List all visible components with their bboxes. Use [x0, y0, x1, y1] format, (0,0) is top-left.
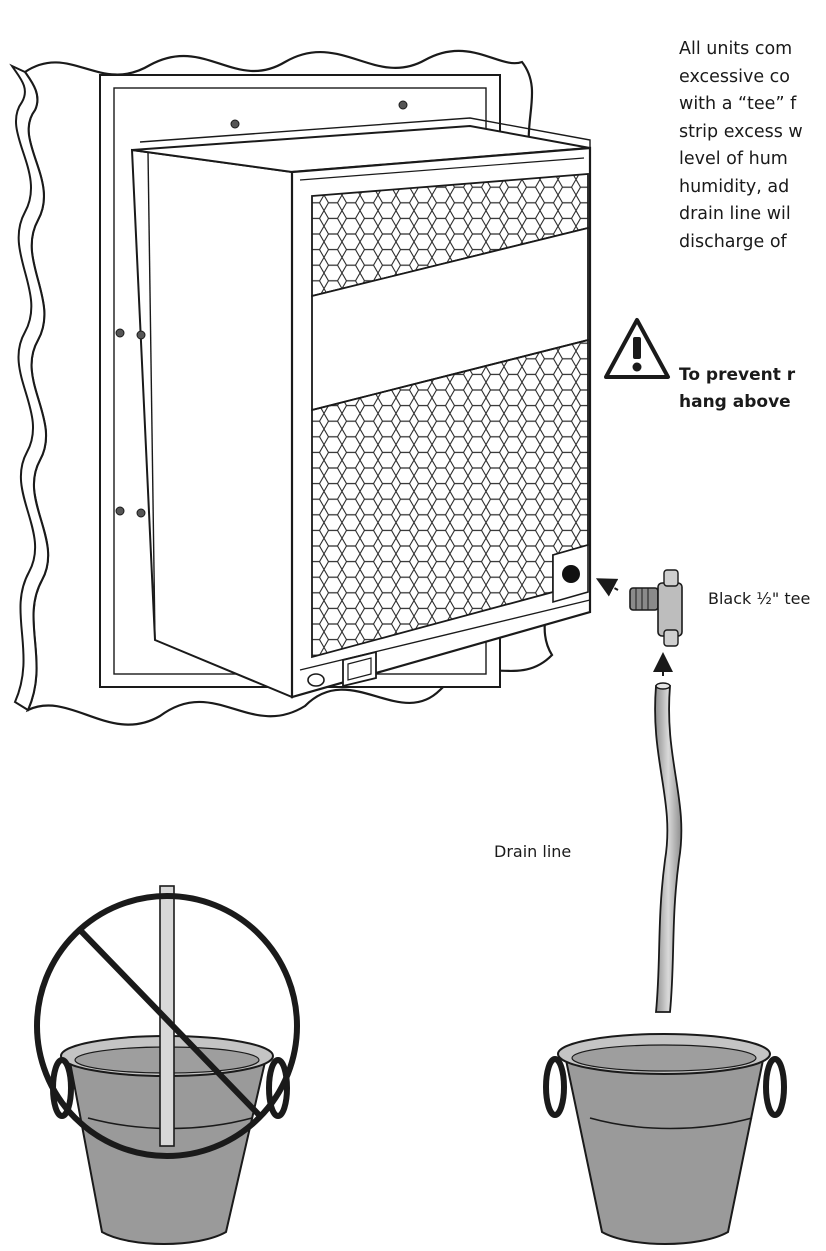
tee-label: Black ½" tee — [708, 589, 811, 608]
side-screw — [115, 506, 125, 516]
warning-line: hang above — [679, 392, 791, 412]
side-screw — [136, 330, 146, 340]
intro-paragraph: All units com excessive co with a “tee” … — [679, 36, 826, 256]
intro-line: drain line wil — [679, 204, 791, 224]
intro-line: discharge of — [679, 231, 787, 252]
correct-bucket — [543, 1033, 787, 1245]
frame-screw — [230, 119, 240, 129]
intro-line: strip excess w — [679, 121, 803, 142]
drain-line-label: Drain line — [494, 842, 572, 861]
warning-line: To prevent r — [679, 365, 796, 385]
unit-side-panel — [130, 148, 293, 699]
intro-line: with a “tee” f — [679, 94, 797, 114]
arrow-tee-to-port — [595, 578, 619, 597]
prohibited-icon — [34, 893, 300, 1159]
drain-line-tube — [654, 685, 683, 1013]
tee-fitting — [629, 569, 683, 647]
incorrect-bucket — [50, 885, 290, 1245]
warning-triangle-icon — [604, 318, 670, 379]
intro-line: excessive co — [679, 66, 791, 87]
intro-line: humidity, ad — [679, 176, 790, 197]
frame-screw — [398, 100, 408, 110]
drain-port — [562, 565, 580, 583]
side-screw — [115, 328, 125, 338]
side-screw — [136, 508, 146, 518]
intro-line: All units com — [679, 39, 793, 59]
warning-message: To prevent r hang above — [679, 362, 826, 416]
intro-line: level of hum — [679, 149, 788, 169]
reset-button — [307, 673, 325, 687]
